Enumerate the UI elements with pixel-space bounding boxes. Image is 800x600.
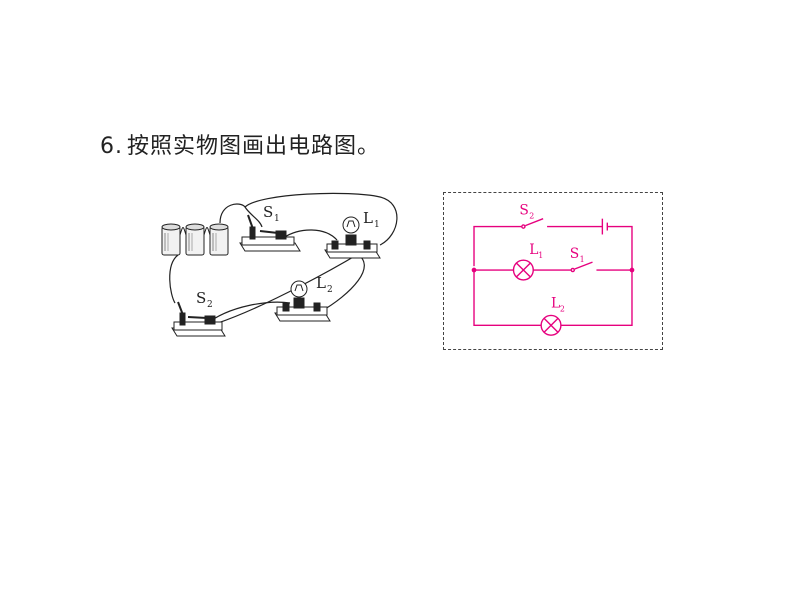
schematic-lamp-l2-cross-b bbox=[543, 317, 559, 333]
battery-cell bbox=[185, 223, 205, 256]
schematic-junction-right bbox=[629, 267, 635, 273]
schematic-l1-label-sub: 1 bbox=[538, 251, 543, 260]
switch-s1 bbox=[239, 214, 301, 252]
l2-label-sub: 2 bbox=[327, 285, 333, 295]
wire-s1-to-l1 bbox=[282, 229, 338, 241]
schematic-wire-bottom-left bbox=[473, 270, 542, 326]
s1-label-sub: 1 bbox=[274, 214, 280, 224]
l2-label: L bbox=[316, 274, 326, 292]
l1-label: L bbox=[363, 209, 373, 227]
schematic-switch-s2-blade bbox=[525, 218, 544, 227]
l1-label-sub: 1 bbox=[374, 220, 380, 230]
schematic-lamp-l1-cross-b bbox=[515, 262, 531, 278]
schematic-s1-label: S bbox=[570, 246, 579, 262]
wire-top-loop bbox=[244, 192, 398, 246]
schematic-junction-left bbox=[471, 267, 477, 273]
question-number: 6. bbox=[100, 134, 123, 159]
s2-label: S bbox=[196, 289, 206, 307]
schematic-wire-bottom-right bbox=[560, 270, 633, 326]
schematic-s2-label: S bbox=[519, 203, 528, 219]
schematic-wire-top-left bbox=[473, 225, 522, 267]
lamp-l2 bbox=[274, 280, 331, 322]
schematic-frame: S 2 L 1 S 1 L 2 bbox=[443, 192, 663, 350]
s1-label: S bbox=[263, 203, 273, 221]
schematic-switch-s1-blade bbox=[574, 261, 593, 270]
schematic-wire-top-right bbox=[607, 225, 633, 271]
battery-cell bbox=[209, 223, 229, 256]
schematic-s1-label-sub: 1 bbox=[580, 255, 585, 264]
question-prompt: 按照实物图画出电路图。 bbox=[127, 134, 381, 159]
s2-label-sub: 2 bbox=[207, 300, 213, 310]
wire-battery-to-s2 bbox=[169, 254, 179, 304]
battery-cell bbox=[161, 223, 181, 256]
battery-pack bbox=[161, 223, 229, 256]
schematic-l2-label: L bbox=[551, 296, 560, 312]
schematic-s2-label-sub: 2 bbox=[529, 212, 534, 221]
schematic-diagram: S 2 L 1 S 1 L 2 bbox=[471, 203, 635, 336]
wire-battery-to-s1 bbox=[219, 203, 263, 228]
schematic-switch-s1-contact bbox=[570, 267, 576, 273]
schematic-switch-s2-contact bbox=[521, 224, 526, 229]
physical-circuit-drawing: S 1 L 1 S 2 L 2 bbox=[161, 192, 398, 337]
switch-s2 bbox=[171, 301, 226, 337]
lamp-l1 bbox=[324, 216, 381, 259]
schematic-l2-label-sub: 2 bbox=[560, 304, 565, 313]
wire-l2-to-l1 bbox=[319, 252, 365, 313]
question-text: 6.按照实物图画出电路图。 bbox=[100, 128, 380, 160]
schematic-l1-label: L bbox=[529, 242, 538, 258]
